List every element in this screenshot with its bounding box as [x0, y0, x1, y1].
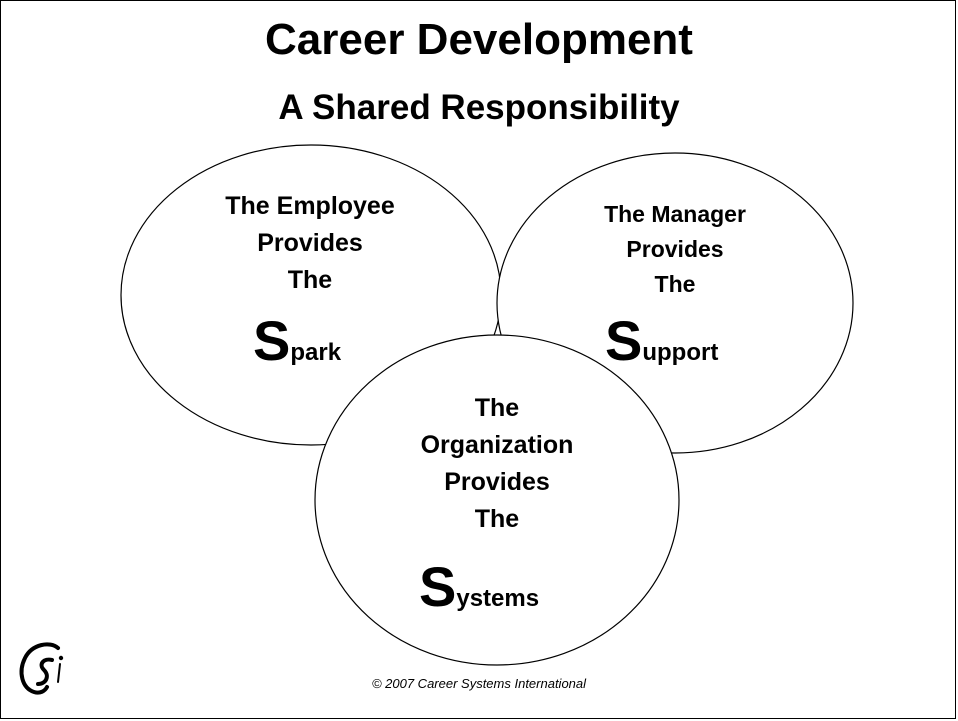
employee-keyword-initial: S: [253, 309, 291, 372]
organization-keyword-initial: S: [419, 555, 457, 618]
slide-subtitle: A Shared Responsibility: [278, 88, 680, 127]
manager-line-3: The: [654, 271, 696, 297]
slide-title: Career Development: [265, 15, 693, 64]
employee-line-2: Provides: [257, 229, 363, 257]
organization-line-2: Organization: [420, 431, 574, 459]
employee-keyword-rest: park: [290, 339, 342, 366]
manager-keyword-rest: upport: [642, 339, 719, 366]
organization-line-3: Provides: [444, 468, 550, 496]
organization-line-4: The: [474, 505, 520, 533]
organization-keyword: Systems: [419, 559, 539, 615]
manager-line-1: The Manager: [604, 201, 746, 227]
organization-line-1: The: [474, 394, 520, 422]
manager-keyword: Support: [605, 313, 718, 369]
organization-keyword-rest: ystems: [456, 585, 540, 612]
manager-keyword-initial: S: [605, 309, 643, 372]
employee-line-1: The Employee: [225, 192, 395, 220]
manager-circle-text: The Manager Provides The: [545, 197, 805, 302]
copyright-footer: © 2007 Career Systems International: [371, 676, 587, 691]
manager-line-2: Provides: [626, 236, 724, 262]
employee-line-3: The: [287, 266, 333, 294]
employee-circle-text: The Employee Provides The: [180, 188, 440, 299]
employee-keyword: Spark: [253, 313, 341, 369]
organization-circle: [314, 334, 680, 666]
organization-circle-text: The Organization Provides The: [367, 390, 627, 538]
csi-logo-icon: [19, 642, 64, 695]
